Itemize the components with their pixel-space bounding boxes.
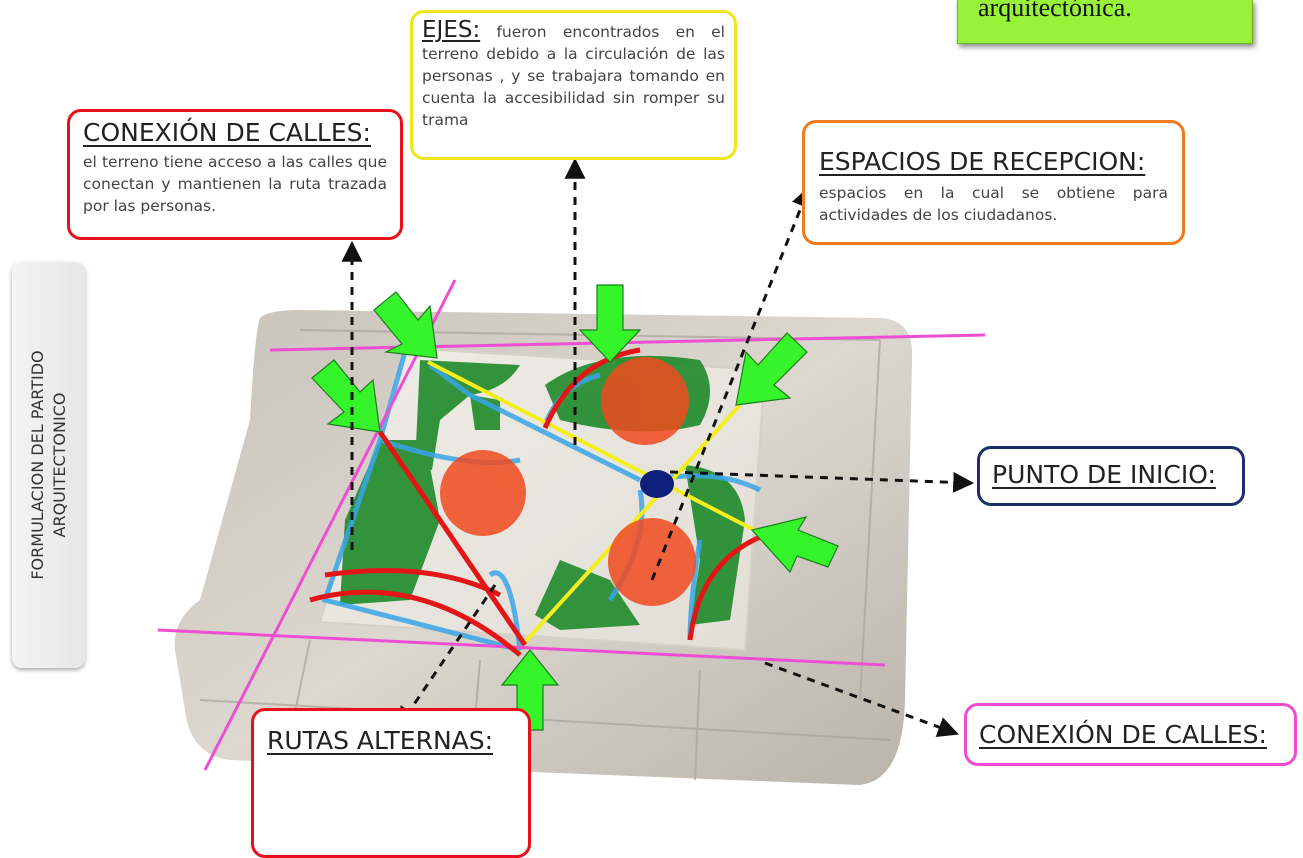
label-punto-inicio: PUNTO DE INICIO: — [977, 446, 1245, 506]
start-point — [640, 470, 674, 498]
label-conexion-calles-top-body: el terreno tiene acceso a las calles que… — [83, 153, 387, 215]
route-lines — [309, 347, 766, 657]
label-espacios-recepcion-body: espacios en la cual se obtiene para acti… — [819, 184, 1168, 224]
arrow-top-right — [735, 332, 808, 406]
green-arrows — [311, 284, 839, 731]
label-rutas-alternas-title: RUTAS ALTERNAS: — [267, 726, 494, 755]
label-conexion-calles-top: CONEXIÓN DE CALLES: el terreno tiene acc… — [67, 109, 403, 240]
reception-circles — [440, 357, 696, 606]
label-ejes-title: EJES: — [422, 17, 481, 43]
label-conexion-calles-bottom: CONEXIÓN DE CALLES: — [964, 703, 1297, 766]
leader-arrows — [341, 157, 975, 738]
label-ejes-body: fueron encontrados en el terreno debido … — [422, 23, 725, 129]
arrow-top — [578, 284, 642, 363]
arrow-top-left — [373, 291, 438, 359]
label-ejes-text: EJES: fueron encontrados en el terreno d… — [422, 19, 725, 131]
green-note: arquitectónica. — [957, 0, 1253, 44]
label-punto-inicio-title: PUNTO DE INICIO: — [992, 460, 1216, 489]
arrow-bottom — [500, 649, 560, 731]
arrow-right — [750, 516, 839, 574]
label-conexion-calles-top-title: CONEXIÓN DE CALLES: — [83, 118, 371, 147]
arrow-left — [311, 359, 381, 433]
label-espacios-recepcion-title: ESPACIOS DE RECEPCION: — [819, 147, 1146, 176]
side-tab: FORMULACION DEL PARTIDO ARQUITECTONICO — [12, 262, 85, 668]
green-note-text: arquitectónica. — [978, 0, 1132, 22]
label-conexion-calles-bottom-title: CONEXIÓN DE CALLES: — [979, 720, 1267, 749]
label-rutas-alternas: RUTAS ALTERNAS: — [251, 708, 531, 858]
label-ejes: EJES: fueron encontrados en el terreno d… — [410, 10, 737, 160]
label-espacios-recepcion: ESPACIOS DE RECEPCION: espacios en la cu… — [802, 120, 1185, 245]
